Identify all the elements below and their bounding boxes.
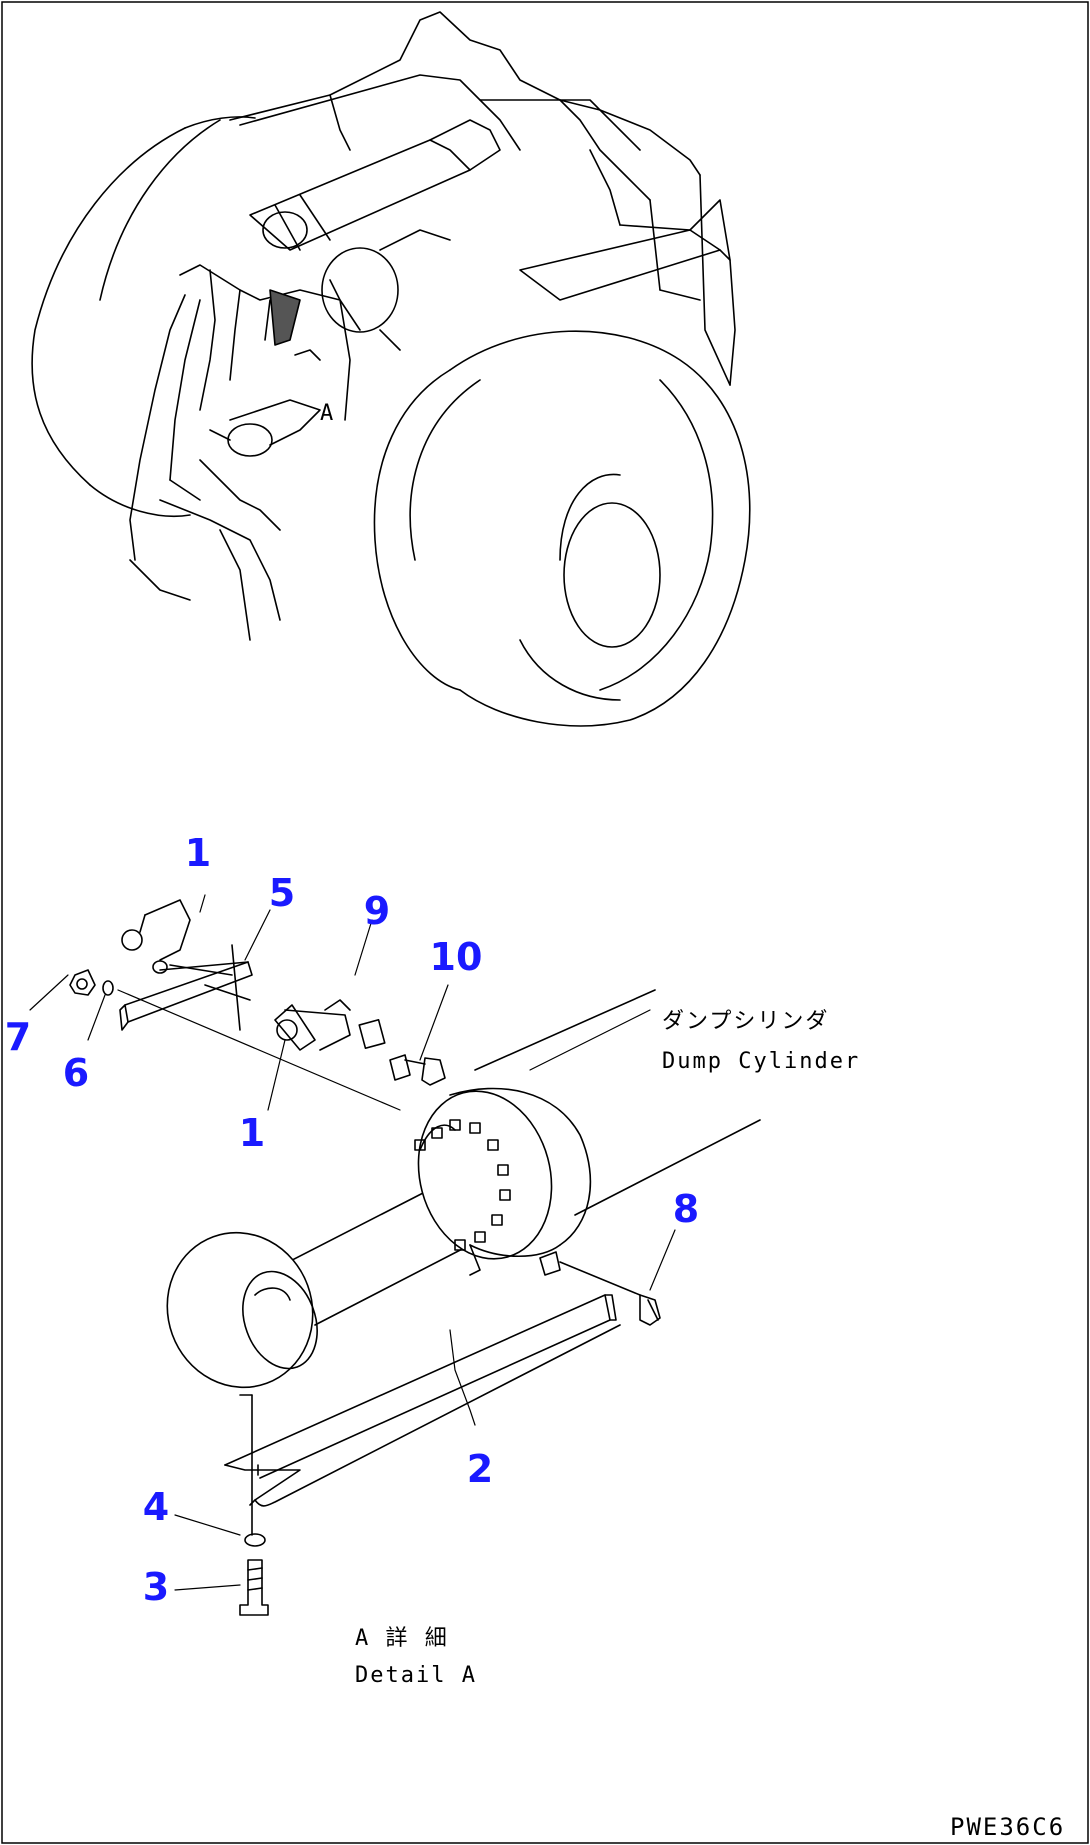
leader-lines <box>29 894 676 1591</box>
callout-2: 2 <box>467 1447 493 1491</box>
callout-8: 8 <box>673 1187 699 1231</box>
part-8-bolt <box>539 1251 661 1326</box>
part-4-washer <box>244 1533 266 1547</box>
callout-4: 4 <box>143 1485 169 1529</box>
part-1-clamp-lower <box>274 1004 316 1051</box>
callout-10: 10 <box>430 935 483 979</box>
callout-1-upper: 1 <box>185 831 211 875</box>
part-6-washer <box>102 980 114 996</box>
machine-overview: A <box>31 11 751 727</box>
dump-cylinder <box>166 989 761 1396</box>
part-7-nut <box>69 969 96 996</box>
label-detail-a-jp: A 詳 細 <box>355 1626 449 1651</box>
callout-5: 5 <box>269 871 295 915</box>
callout-3: 3 <box>143 1565 169 1609</box>
detail-a-assembly <box>69 899 761 1616</box>
overview-marker-a: A <box>320 401 335 426</box>
callout-6: 6 <box>63 1051 89 1095</box>
callouts: 1 5 9 10 7 6 1 8 2 4 3 <box>5 831 699 1609</box>
part-2-bracket-plate <box>224 1294 621 1507</box>
callout-1-lower: 1 <box>239 1111 265 1155</box>
part-10-bolt <box>389 1054 446 1086</box>
label-detail-a-en: Detail A <box>355 1663 477 1688</box>
drawing-code: PWE36C6 <box>950 1813 1065 1841</box>
part-3-bolt <box>239 1559 269 1616</box>
label-dump-cylinder-jp: ダンプシリンダ <box>662 1009 829 1034</box>
label-dump-cylinder-en: Dump Cylinder <box>662 1049 860 1074</box>
callout-9: 9 <box>364 889 390 933</box>
part-9-clip <box>284 999 386 1051</box>
part-1-clamp-upper <box>121 899 191 974</box>
callout-7: 7 <box>5 1015 31 1059</box>
part-5-bracket <box>119 944 253 1031</box>
